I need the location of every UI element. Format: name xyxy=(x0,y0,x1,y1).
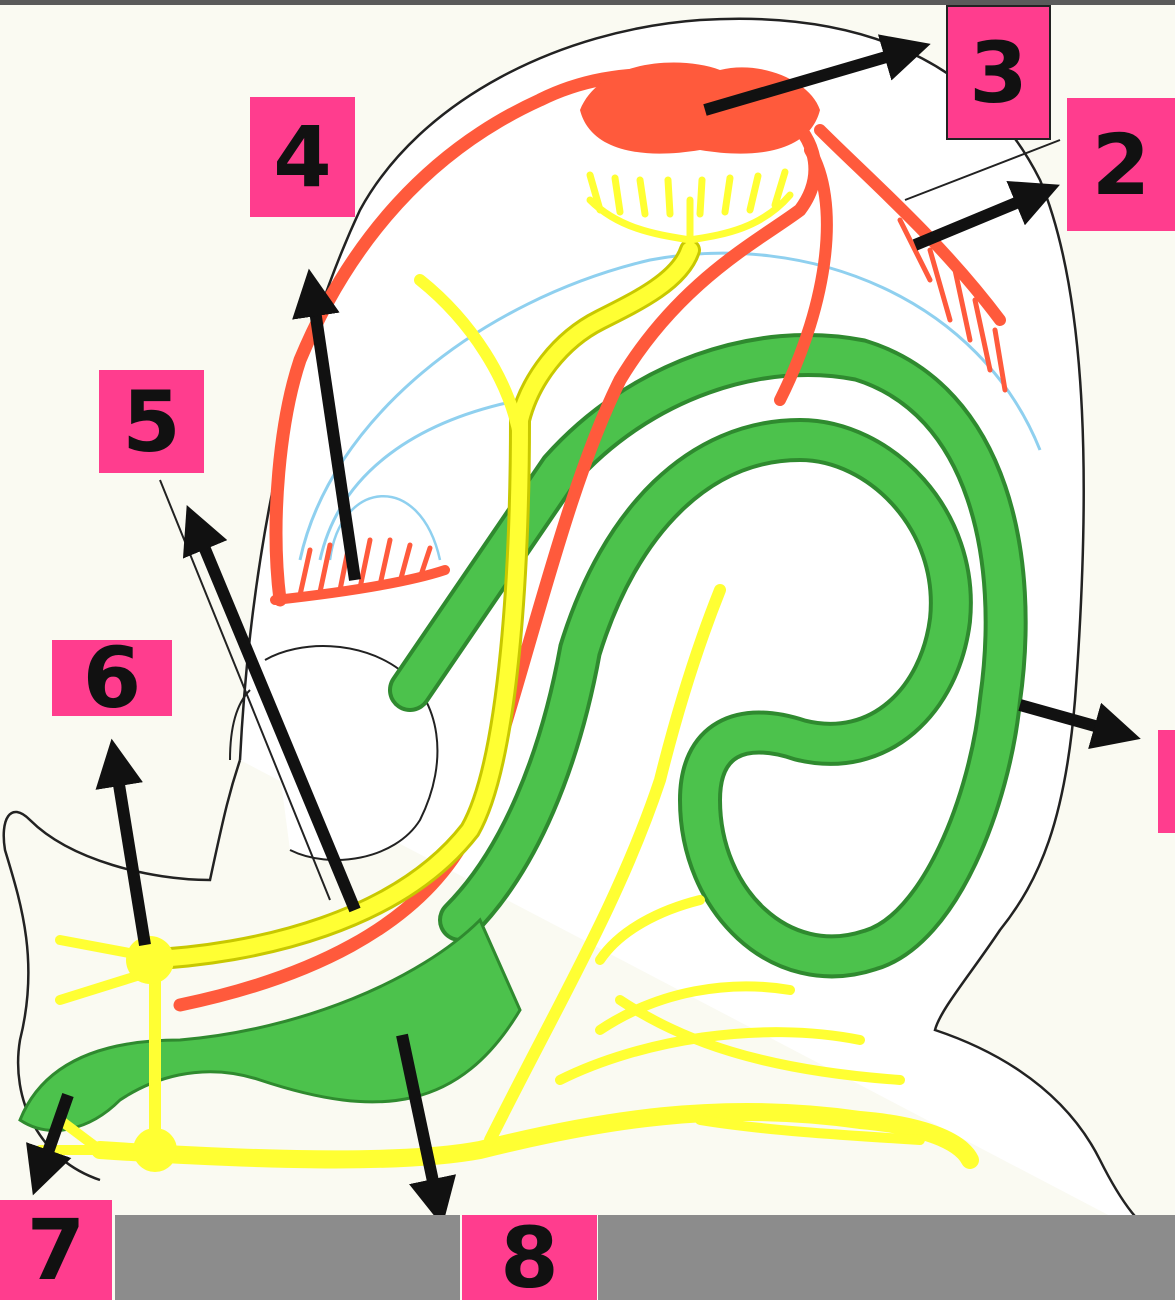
bottom-bar-right xyxy=(598,1215,1175,1300)
label-5: 5 xyxy=(99,370,204,473)
label-6: 6 xyxy=(52,640,172,716)
label-7: 7 xyxy=(0,1200,112,1300)
label-1 xyxy=(1158,730,1175,833)
arrow-6 xyxy=(115,760,145,945)
label-2: 2 xyxy=(1067,98,1175,231)
bottom-bar-left xyxy=(115,1215,460,1300)
ganglion-pedal xyxy=(133,1128,177,1172)
label-8: 8 xyxy=(462,1215,597,1300)
label-3: 3 xyxy=(946,5,1051,140)
label-4: 4 xyxy=(250,97,355,217)
red-heart xyxy=(580,63,820,154)
